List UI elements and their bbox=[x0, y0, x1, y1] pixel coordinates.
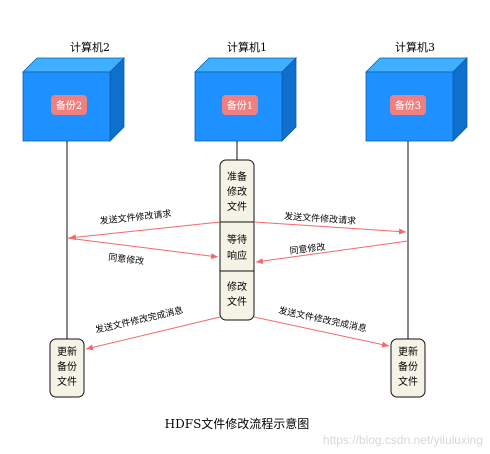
computer3-cube: 备份3 bbox=[365, 57, 468, 142]
process-box: 准备 修改 文件 等待 响应 修改 文件 bbox=[219, 159, 255, 321]
backup2-badge bbox=[51, 95, 87, 115]
step1-line3: 文件 bbox=[227, 200, 247, 213]
arrow-agree-left bbox=[66, 237, 219, 260]
step3-line1: 修改 bbox=[227, 280, 247, 293]
computer3-label: 计算机3 bbox=[395, 40, 435, 54]
update-box-right: 更新 备份 文件 bbox=[390, 338, 426, 398]
update-right-line3: 文件 bbox=[398, 375, 418, 388]
computer2-cube: 备份2 bbox=[22, 57, 125, 142]
backup3-label: 备份3 bbox=[395, 99, 421, 112]
backup3-badge bbox=[390, 95, 426, 115]
computer2-label: 计算机2 bbox=[70, 40, 110, 54]
update-right-line1: 更新 bbox=[398, 345, 418, 358]
arrow-complete-right bbox=[253, 316, 390, 348]
arrow-request-left bbox=[68, 221, 221, 241]
label-request-left: 发送文件修改请求 bbox=[99, 208, 172, 227]
step1-line2: 修改 bbox=[227, 185, 247, 198]
arrow-agree-right bbox=[255, 240, 409, 265]
label-agree-left: 同意修改 bbox=[108, 251, 145, 267]
backup1-label: 备份1 bbox=[227, 99, 253, 112]
computer1-label: 计算机1 bbox=[227, 40, 267, 54]
label-complete-left: 发送文件修改完成消息 bbox=[94, 304, 184, 336]
arrow-request-right bbox=[253, 221, 407, 235]
update-right-line2: 备份 bbox=[398, 360, 418, 373]
backup1-badge bbox=[222, 95, 258, 115]
computer1-cube: 备份1 bbox=[194, 57, 297, 142]
update-left-line3: 文件 bbox=[57, 375, 77, 388]
arrow-complete-left bbox=[85, 316, 221, 351]
watermark: https://blog.csdn.net/yiluluxing bbox=[323, 433, 483, 447]
label-complete-right: 发送文件修改完成消息 bbox=[277, 304, 368, 334]
label-agree-right: 同意修改 bbox=[289, 241, 326, 257]
diagram-caption: HDFS文件修改流程示意图 bbox=[165, 416, 310, 431]
step1-line1: 准备 bbox=[227, 170, 247, 183]
update-left-line1: 更新 bbox=[57, 345, 77, 358]
backup2-label: 备份2 bbox=[56, 99, 82, 112]
step3-line2: 文件 bbox=[227, 295, 247, 308]
update-box-left: 更新 备份 文件 bbox=[49, 338, 85, 398]
update-left-line2: 备份 bbox=[57, 360, 77, 373]
step2-line2: 响应 bbox=[227, 249, 247, 262]
step2-line1: 等待 bbox=[227, 233, 247, 246]
